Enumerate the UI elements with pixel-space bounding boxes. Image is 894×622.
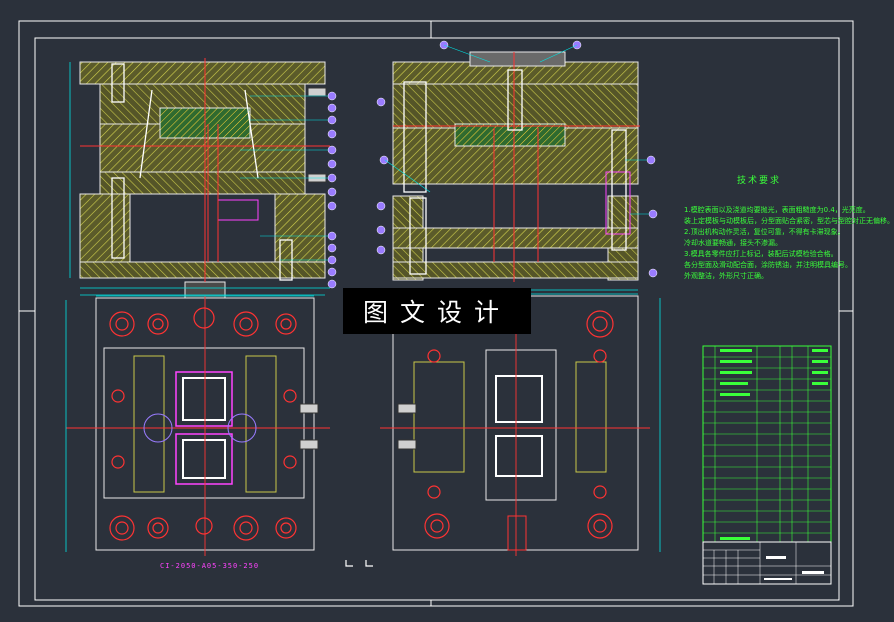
callout-leaders-a [240, 95, 328, 261]
section-view-b [392, 51, 640, 291]
technical-requirements-title: 技术要求 [736, 176, 781, 186]
requirement-line: 外观整洁，外形尺寸正确。 [684, 272, 768, 280]
parts-list-table [702, 345, 832, 543]
requirement-line: 1.模腔表面以及浇道均要抛光，表面粗糙度为0.4，光亮度。 [684, 206, 870, 214]
plan-view-a [65, 287, 330, 556]
drawing-caption: CI-2050-A05-350-250 [160, 562, 260, 570]
requirement-line: 2.顶出机构动作灵活，复位可靠，不得有卡滞现象。 [684, 228, 845, 236]
callout-markers-a [327, 91, 337, 289]
callout-leaders-b [384, 44, 649, 215]
title-block [702, 541, 832, 585]
requirement-line: 各分型面及滑动配合面，涂防锈油，并注明模具编号。 [684, 261, 852, 269]
requirement-line: 装上定模板与动模板后，分型面贴合紧密，型芯与型腔对正无偏移。 [684, 217, 894, 225]
watermark-banner: 图文设计 [343, 288, 531, 334]
technical-requirements: 技术要求 1.模腔表面以及浇道均要抛光，表面粗糙度为0.4，光亮度。 装上定模板… [684, 176, 894, 282]
drawing-frame [18, 20, 854, 607]
requirement-line: 冷却水道要畅通，接头不渗漏。 [684, 239, 782, 247]
section-view-a [69, 58, 330, 299]
callout-markers-b [376, 40, 658, 278]
view-corner-marks [345, 560, 373, 567]
requirement-line: 3.模具各零件应打上标记，装配后试模检验合格。 [684, 250, 838, 258]
